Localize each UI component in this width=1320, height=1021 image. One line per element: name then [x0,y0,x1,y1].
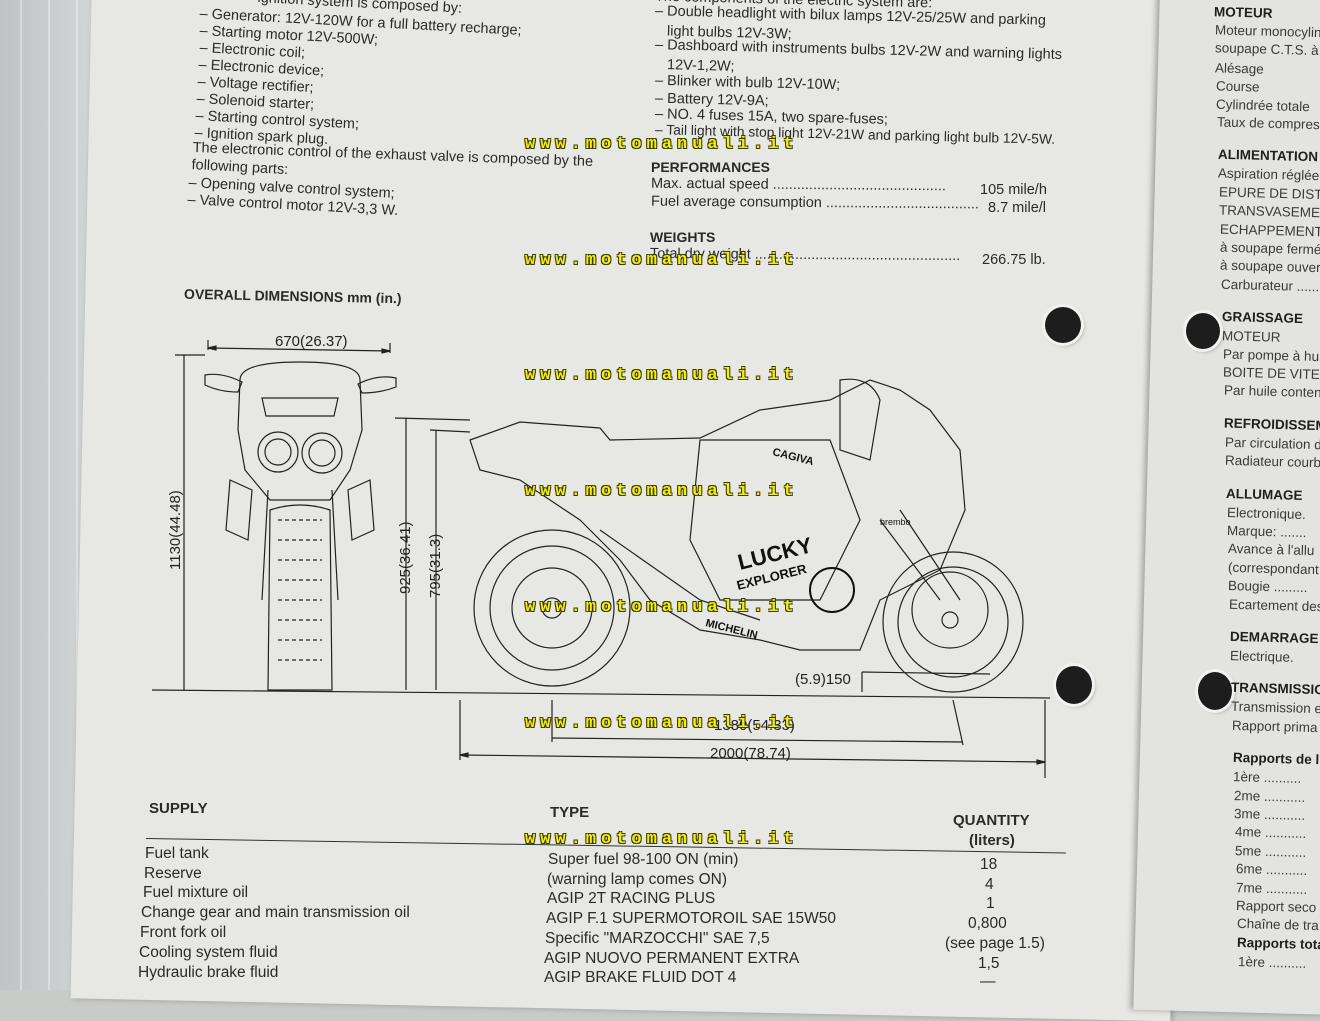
watermark: www.motomanuali.it [525,598,799,617]
supply-cell: Reserve [144,865,202,882]
right-page-line: 6me ........... [1235,861,1308,879]
right-page-heading: TRANSMISSIO [1230,680,1320,698]
right-page-heading: Rapports tota [1236,934,1320,952]
right-page-heading: DEMARRAGE [1229,628,1319,647]
front-view-drawing [175,340,397,691]
right-page-line: 2me ........... [1233,787,1306,805]
right-page-line: 1ère .......... [1232,769,1302,787]
side-view-drawing [469,378,1024,693]
right-page-line: Rapport seco [1235,897,1317,916]
watermark: www.motomanuali.it [525,135,799,154]
right-page-line: Taux de compressio [1216,114,1320,133]
right-page-line: Par circulation d [1224,434,1320,453]
right-page-line: 7me ........... [1235,879,1308,897]
right-page-heading: Rapports de l [1232,750,1320,768]
col-quantity-unit: (liters) [969,832,1015,849]
watermark: www.motomanuali.it [525,714,799,733]
right-page-line: Radiateur courb [1224,452,1320,471]
type-cell: AGIP BRAKE FLUID DOT 4 [544,969,737,986]
qty-cell: 0,800 [968,915,1007,932]
right-page-line: 5me ........... [1234,842,1307,860]
dimension-length: 2000(78.74) [710,745,791,762]
performances-title: PERFORMANCES [651,159,771,175]
right-page-line: Bougie ......... [1227,578,1308,596]
qty-cell: 4 [985,876,994,893]
performance-value: 105 mile/h [980,182,1047,198]
watermark: www.motomanuali.it [525,366,799,385]
supply-cell: Hydraulic brake fluid [138,964,279,981]
supply-cell: Fuel mixture oil [143,884,249,901]
right-page-heading: REFROIDISSEME [1223,415,1320,434]
col-type-header: TYPE [550,804,590,821]
right-page-line: Electrique. [1229,648,1294,665]
right-page-line: Cylindrée totale [1215,96,1311,114]
right-page-line: Course [1215,78,1260,95]
right-page-line: Electronique. [1226,504,1307,522]
right-page-line: à soupape ouverte [1219,257,1320,276]
weights-value: 266.75 lb. [982,252,1046,268]
right-page-line: Marque: ....... [1226,522,1307,541]
right-page-line: 1ère .......... [1237,953,1307,971]
binder-hole [1056,666,1092,704]
type-cell: Super fuel 98-100 ON (min) [548,851,739,868]
watermark: www.motomanuali.it [525,251,799,270]
qty-cell: 1 [986,895,995,912]
qty-cell: — [980,973,996,990]
right-page-line: Carburateur ...... [1220,276,1320,295]
watermark: www.motomanuali.it [525,482,799,501]
type-cell: Specific "MARZOCCHI" SAE 7,5 [545,930,770,947]
type-cell: AGIP 2T RACING PLUS [547,890,716,907]
col-quantity-header: QUANTITY [953,812,1030,829]
right-page-line: 4me ........... [1234,824,1307,842]
right-page-line: ECHAPPEMENT: [1219,221,1320,239]
supply-cell: Front fork oil [140,924,227,941]
dimension-wheelbase: 1380(54.33) [714,717,795,734]
table-row: Fuel tank [145,844,209,864]
supply-cell: Fuel tank [145,845,209,862]
right-page-heading: MOTEUR [1213,4,1273,21]
motorcycle-dimension-drawing: LUCKY EXPLORER MICHELIN CAGIVA brembo 67… [151,333,1051,778]
qty-cell: 18 [980,856,998,873]
right-page-line: Par huile contenu [1223,383,1320,401]
right-page-line: Rapport prima [1231,717,1318,735]
right-page-line: 3me ........... [1233,806,1306,823]
dimension-height-seat: 925(36.41) [397,521,414,594]
decal-brembo: brembo [880,517,911,527]
binder-hole [1186,313,1220,349]
watermark: www.motomanuali.it [525,830,799,849]
right-page-line: TRANSVASEMEN [1218,202,1320,221]
dimension-height-795: 795(31.3) [427,534,444,598]
performance-value: 8.7 mile/l [988,200,1047,216]
right-page-heading: ALLUMAGE [1225,485,1303,503]
binder-hole [1045,307,1081,343]
dimension-clearance: (5.9)150 [795,671,851,688]
right-page-line: (correspondant [1227,559,1320,577]
weights-title: WEIGHTS [650,229,716,245]
supply-cell: Change gear and main transmission oil [141,904,410,921]
binder-hole [1198,672,1232,710]
type-cell: AGIP NUOVO PERMANENT EXTRA [544,950,800,967]
right-page-line: Alésage [1214,60,1264,77]
right-page-line: Chaîne de tra [1236,916,1320,934]
col-supply-header: SUPPLY [149,800,208,817]
dimension-width: 670(26.37) [275,333,348,350]
type-cell: AGIP F.1 SUPERMOTOROIL SAE 15W50 [546,910,837,927]
right-page-line: soupape C.T.S. à com [1214,40,1320,59]
type-cell: (warning lamp comes ON) [547,871,728,888]
qty-cell: (see page 1.5) [945,935,1045,952]
qty-cell: 1,5 [978,955,1000,972]
right-page-line: Ecartement des [1228,596,1320,614]
right-page-line: MOTEUR [1221,328,1281,345]
supply-cell: Cooling system fluid [139,944,278,961]
right-page-line: Avance à l'allu [1227,541,1315,559]
right-page-heading: GRAISSAGE [1221,309,1304,327]
dimension-height-total: 1130(44.48) [167,490,184,570]
right-page-line: Transmission e [1230,699,1320,717]
right-page-heading: ALIMENTATION [1217,147,1319,165]
